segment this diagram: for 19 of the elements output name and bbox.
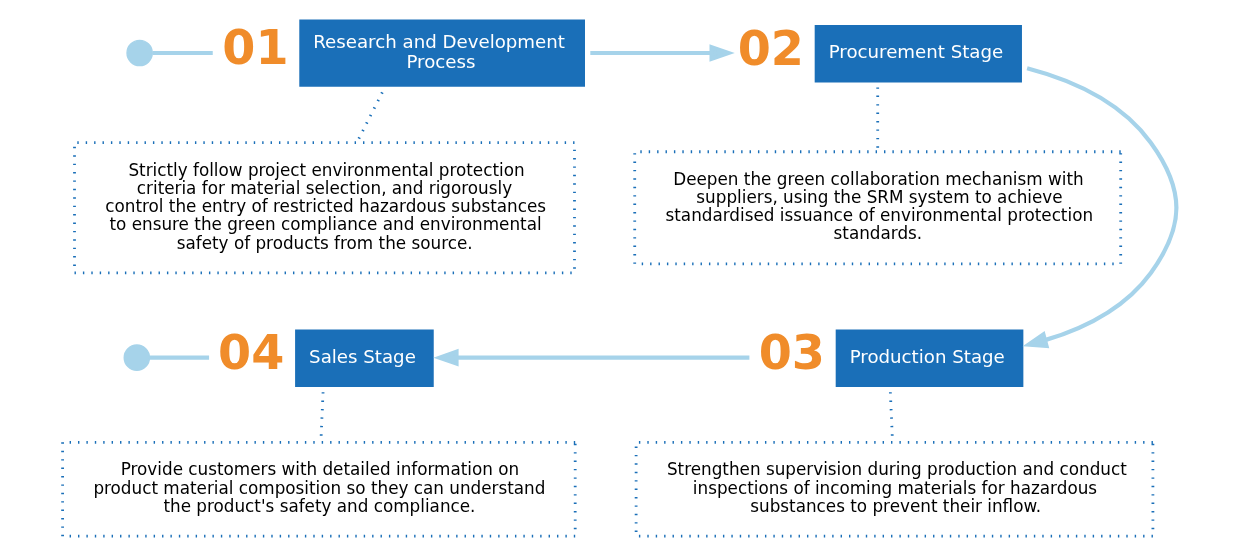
node-box: Production Stage (835, 329, 1024, 388)
node-circle (126, 39, 153, 67)
node-box: Procurement Stage (814, 25, 1022, 83)
arrow (590, 44, 735, 62)
node-box: Strengthen supervision during production and conduct inspections of incoming materials for hazardous substances to prevent their inflow. (634, 440, 1155, 538)
node-box: Provide customers with detailed information on product material composition so they can understand the product's safety and compliance. (61, 440, 577, 538)
node-label: 02 (737, 20, 804, 76)
node-box: Deepen the green collaboration mechanism with suppliers, using the SRM system to achieve standardised issuance of environmental protection standards. (633, 150, 1123, 266)
node-label: 04 (218, 325, 285, 381)
node-box: Research and Development Process (299, 19, 585, 87)
node-box: Sales Stage (295, 329, 434, 388)
node-label: 03 (758, 325, 825, 381)
arrow (433, 348, 750, 367)
connector (152, 50, 213, 56)
node-label: 01 (222, 19, 289, 75)
node-circle (123, 344, 151, 371)
node-box: Strictly follow project environmental protection criteria for material selection, and rigorously control the entry of restricted hazardous substances to ensure the green compliance and environmental safety of products from the source. (73, 141, 576, 275)
connector (149, 355, 210, 360)
arrow (1022, 66, 1179, 349)
